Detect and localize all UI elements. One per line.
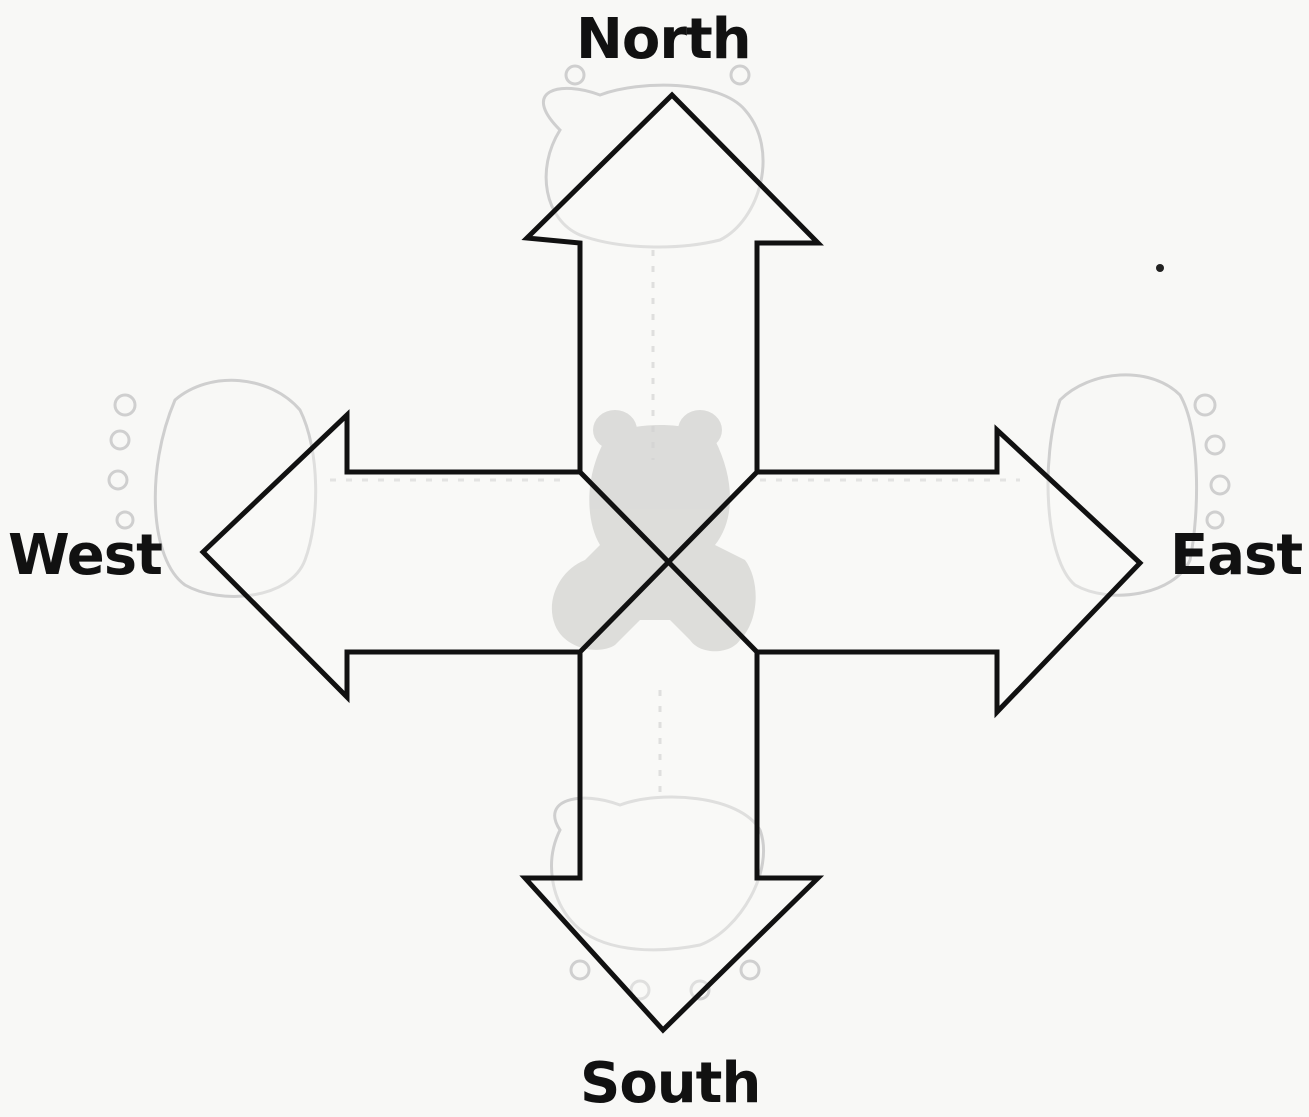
label-south: South — [580, 1056, 760, 1112]
label-west: West — [8, 528, 162, 584]
label-east: East — [1170, 528, 1302, 584]
stray-dot — [1156, 264, 1164, 272]
label-north: North — [576, 12, 751, 68]
